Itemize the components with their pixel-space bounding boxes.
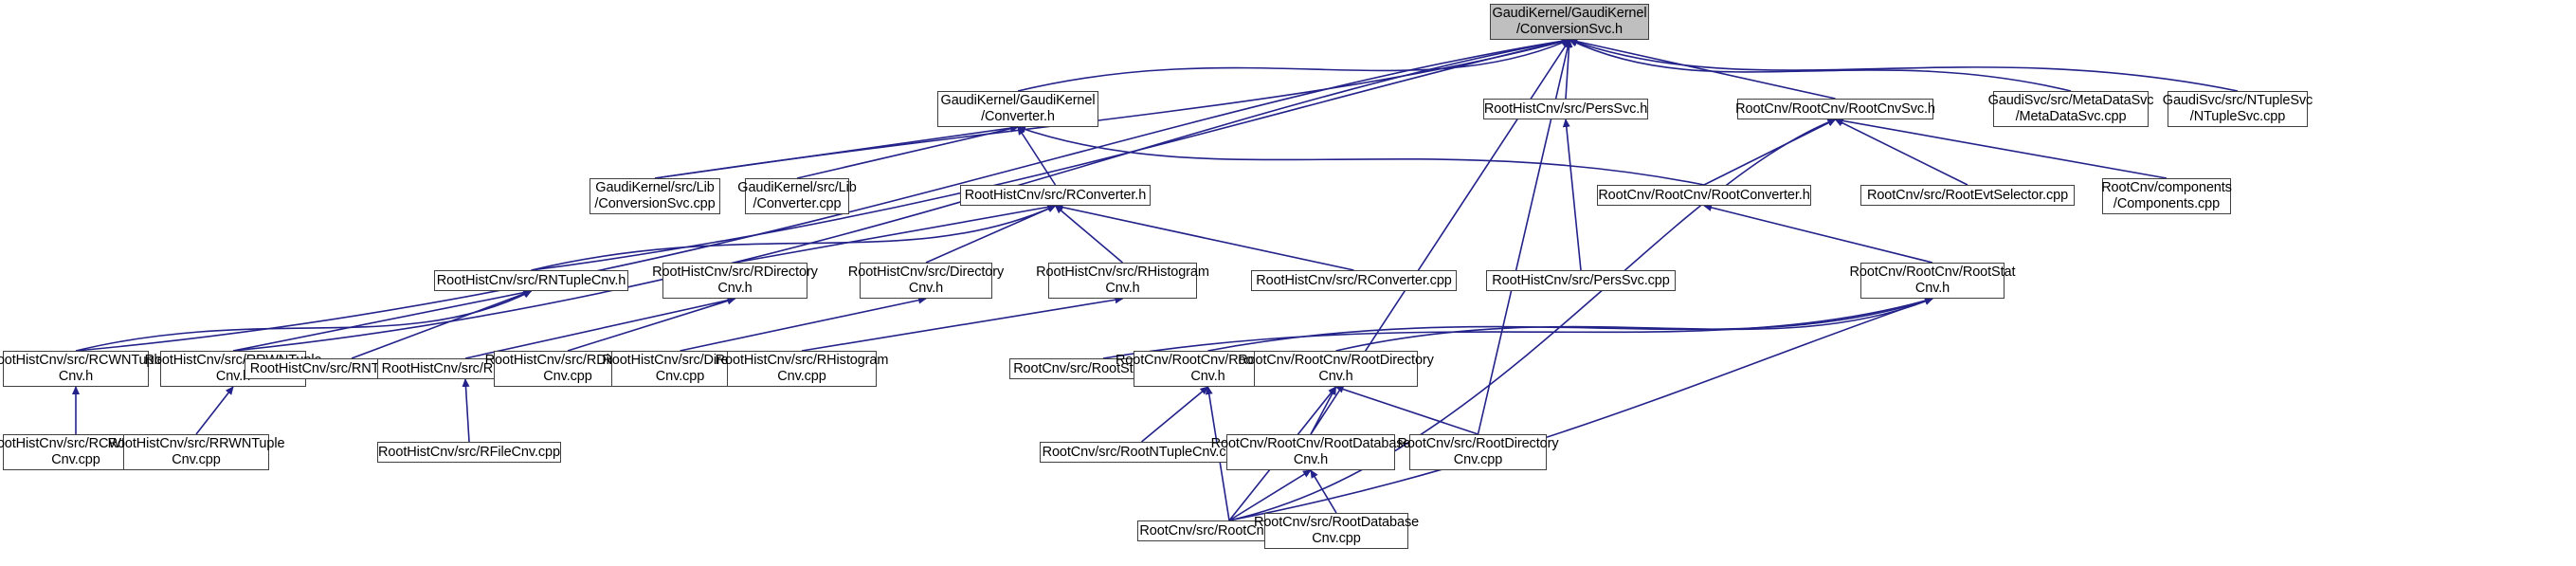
graph-node[interactable]: RootHistCnv/src/RCWNTuple Cnv.h (0, 351, 165, 387)
graph-node[interactable]: RootCnv/RootCnv/RootDirectory Cnv.h (1238, 351, 1434, 387)
graph-edge (1102, 297, 1933, 359)
graph-node-label: RootCnv/RootCnv/RootDatabase Cnv.h (1210, 436, 1411, 467)
graph-node-label: GaudiKernel/GaudiKernel /Converter.h (940, 93, 1096, 124)
graph-edge (232, 288, 533, 352)
graph-edge (680, 296, 927, 352)
graph-edge (1017, 125, 1705, 186)
graph-edge (1017, 126, 1057, 186)
graph-edge (1228, 297, 1933, 521)
graph-node[interactable]: GaudiKernel/GaudiKernel /Converter.h (937, 91, 1098, 127)
graph-node-label: RootCnv/RootCnv/RootStat Cnv.h (1849, 265, 2016, 296)
graph-node-label: RootCnv/RootCnv/RootCnvSvc.h (1735, 100, 1935, 117)
graph-edge (1569, 38, 2239, 92)
graph-node-label: RootHistCnv/src/RHistogram Cnv.cpp (715, 353, 889, 384)
graph-node[interactable]: RootHistCnv/src/RFileCnv.cpp (377, 442, 561, 463)
graph-node-label: RootHistCnv/src/RFileCnv.cpp (378, 444, 560, 460)
graph-edge (531, 37, 1570, 271)
graph-edge (1310, 386, 1337, 435)
graph-edge (801, 296, 1124, 352)
graph-edge (1054, 203, 1354, 271)
graph-node-label: RootHistCnv/src/Directory Cnv.h (847, 265, 1005, 296)
graph-edge (195, 386, 234, 435)
graph-edge (1569, 39, 2072, 92)
graph-node-label: RootCnv/src/RootEvtSelector.cpp (1866, 187, 2069, 203)
graph-edge (1310, 469, 1337, 514)
graph-node[interactable]: RootHistCnv/src/Directory Cnv.cpp (602, 351, 758, 387)
graph-edge (796, 124, 1019, 179)
graph-node-label: RootCnv/src/RootDirectory Cnv.cpp (1397, 436, 1559, 467)
graph-node-label: RootCnv/RootCnv/RootDirectory Cnv.h (1238, 353, 1434, 384)
graph-node-label: RootHistCnv/src/RCWNTuple Cnv.h (0, 353, 165, 384)
graph-edge (1834, 119, 1968, 186)
graph-node[interactable]: RootHistCnv/src/RHistogram Cnv.cpp (716, 351, 888, 387)
graph-edge (1054, 205, 1124, 264)
graph-edge (567, 297, 736, 352)
graph-node-label: GaudiKernel/GaudiKernel /ConversionSvc.h (1492, 6, 1647, 37)
graph-node[interactable]: RootCnv/components /Components.cpp (2101, 178, 2232, 214)
graph-node-label: RootCnv/src/RootNTupleCnv.cpp (1042, 444, 1242, 460)
graph-node-label: RootHistCnv/src/RHistogram Cnv.h (1036, 265, 1209, 296)
graph-node[interactable]: RootHistCnv/src/RConverter.h (960, 185, 1151, 206)
graph-node[interactable]: GaudiKernel/GaudiKernel /ConversionSvc.h (1490, 4, 1649, 40)
graph-edge (75, 290, 533, 352)
graph-edge (735, 203, 1057, 264)
graph-node[interactable]: RootHistCnv/src/RHistogram Cnv.h (1036, 263, 1209, 299)
graph-node-label: RootHistCnv/src/RConverter.cpp (1256, 272, 1452, 288)
graph-edge (462, 378, 470, 443)
graph-node-label: RootHistCnv/src/RConverter.h (964, 187, 1147, 203)
graph-edge (1565, 39, 1573, 100)
graph-node-label: GaudiSvc/src/NTupleSvc /NTupleSvc.cpp (2162, 93, 2313, 124)
graph-node[interactable]: GaudiKernel/src/Lib /ConversionSvc.cpp (590, 178, 720, 214)
graph-node-label: RootHistCnv/src/PersSvc.cpp (1492, 272, 1670, 288)
graph-edge (925, 205, 1057, 264)
graph-node[interactable]: RootCnv/RootCnv/RootStat Cnv.h (1850, 263, 2016, 299)
graph-node[interactable]: RootCnv/RootCnv/RootDatabase Cnv.h (1211, 434, 1411, 470)
graph-edge (1207, 297, 1933, 352)
graph-node[interactable]: RootCnv/src/RootDatabase Cnv.cpp (1254, 513, 1419, 549)
graph-node[interactable]: RootCnv/src/RootNTupleCnv.cpp (1040, 442, 1243, 463)
graph-edge (351, 290, 533, 359)
graph-edge (654, 38, 1570, 179)
graph-node-label: GaudiKernel/src/Lib /ConversionSvc.cpp (594, 180, 716, 211)
graph-edge (1140, 386, 1209, 443)
graph-node-label: RootHistCnv/src/RNTupleCnv.h (436, 272, 626, 288)
graph-edge (531, 205, 1057, 271)
graph-edge (232, 37, 1570, 352)
graph-node[interactable]: RootCnv/src/RootEvtSelector.cpp (1860, 185, 2075, 206)
graph-edge (1834, 117, 2168, 179)
graph-edge (464, 296, 736, 359)
graph-node-label: GaudiKernel/src/Lib /Converter.cpp (737, 180, 857, 211)
graph-node[interactable]: RootHistCnv/src/Directory Cnv.h (848, 263, 1004, 299)
graph-node-label: GaudiSvc/src/MetaDataSvc /MetaDataSvc.cp… (1987, 93, 2154, 124)
graph-node-label: RootHistCnv/src/PersSvc.h (1483, 100, 1648, 117)
graph-node[interactable]: RootHistCnv/src/RRWNTuple Cnv.cpp (108, 434, 285, 470)
graph-node[interactable]: GaudiSvc/src/MetaDataSvc /MetaDataSvc.cp… (1988, 91, 2154, 127)
graph-node-label: RootCnv/src/RootDatabase Cnv.cpp (1253, 515, 1420, 546)
graph-node[interactable]: RootHistCnv/src/PersSvc.h (1483, 99, 1648, 119)
graph-node-label: RootHistCnv/src/RRWNTuple Cnv.cpp (107, 436, 285, 467)
graph-node-label: RootCnv/components /Components.cpp (2101, 180, 2232, 211)
graph-edge (1017, 39, 1570, 92)
graph-node-label: RootHistCnv/src/RDirectory Cnv.h (652, 265, 818, 296)
graph-node[interactable]: RootHistCnv/src/RConverter.cpp (1251, 270, 1457, 291)
graph-edge (1562, 119, 1582, 271)
graph-node[interactable]: RootHistCnv/src/RDirectory Cnv.h (652, 263, 818, 299)
graph-node[interactable]: RootHistCnv/src/RNTupleCnv.h (434, 270, 628, 291)
graph-node[interactable]: RootHistCnv/src/PersSvc.cpp (1486, 270, 1676, 291)
graph-node[interactable]: GaudiKernel/src/Lib /Converter.cpp (737, 178, 857, 214)
graph-node[interactable]: RootCnv/RootCnv/RootConverter.h (1597, 185, 1811, 206)
graph-edge (654, 124, 1019, 179)
graph-edge (1569, 37, 1836, 100)
graph-node-label: RootHistCnv/src/Directory Cnv.cpp (602, 353, 758, 384)
graph-node[interactable]: RootCnv/RootCnv/RootCnvSvc.h (1735, 99, 1935, 119)
graph-node-label: RootCnv/RootCnv/RootConverter.h (1598, 187, 1810, 203)
graph-edge (1703, 119, 1837, 186)
graph-edge (1335, 298, 1933, 352)
graph-node-label: RootHistCnv/src/RDirectory Cnv.cpp (484, 353, 651, 384)
graph-node[interactable]: GaudiSvc/src/NTupleSvc /NTupleSvc.cpp (2163, 91, 2313, 127)
graph-edge (1703, 204, 1933, 264)
graph-edge (1334, 385, 1478, 435)
graph-node[interactable]: RootCnv/src/RootDirectory Cnv.cpp (1398, 434, 1559, 470)
